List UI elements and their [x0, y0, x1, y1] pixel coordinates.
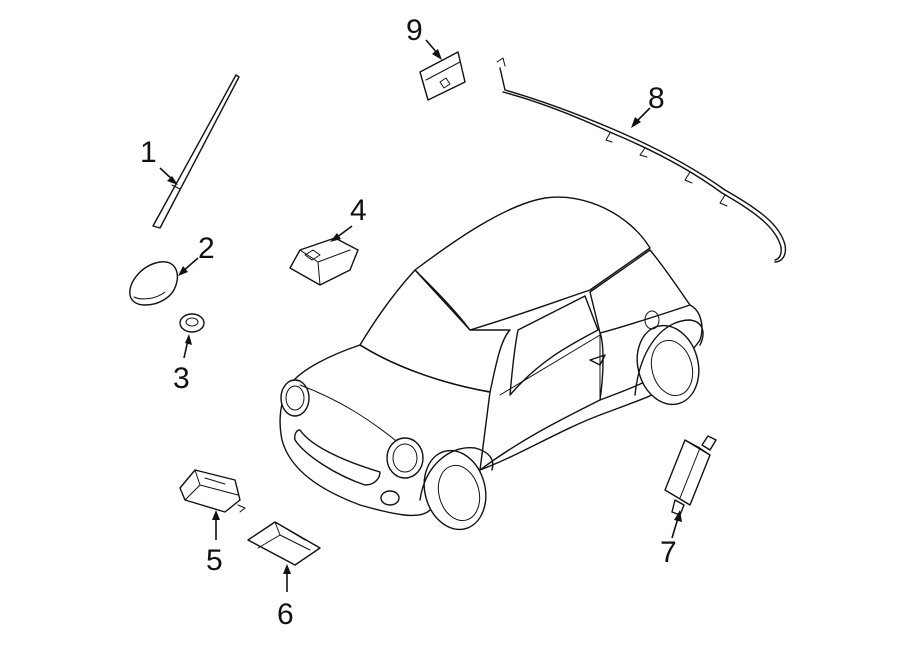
part-2-antenna-base: 2 — [129, 232, 215, 306]
callout-6: 6 — [277, 598, 294, 631]
part-4-module: 4 — [289, 194, 367, 286]
part-7-amplifier: 7 — [660, 435, 717, 569]
part-3-grommet: 3 — [173, 313, 205, 395]
callout-8: 8 — [648, 82, 665, 115]
callout-3: 3 — [173, 362, 190, 395]
car-illustration — [279, 196, 704, 531]
part-5-control-unit: 5 — [179, 469, 246, 577]
part-8-wiring-harness: 8 — [496, 57, 787, 263]
part-6-bracket: 6 — [247, 521, 321, 631]
callout-7: 7 — [660, 536, 677, 569]
callout-4: 4 — [350, 194, 367, 227]
part-9-sensor-module: 9 — [406, 14, 466, 101]
callout-2: 2 — [198, 232, 215, 265]
part-1-antenna-mast: 1 — [140, 74, 240, 229]
callout-5: 5 — [206, 544, 223, 577]
callout-1: 1 — [140, 136, 157, 169]
callout-9: 9 — [406, 14, 423, 47]
